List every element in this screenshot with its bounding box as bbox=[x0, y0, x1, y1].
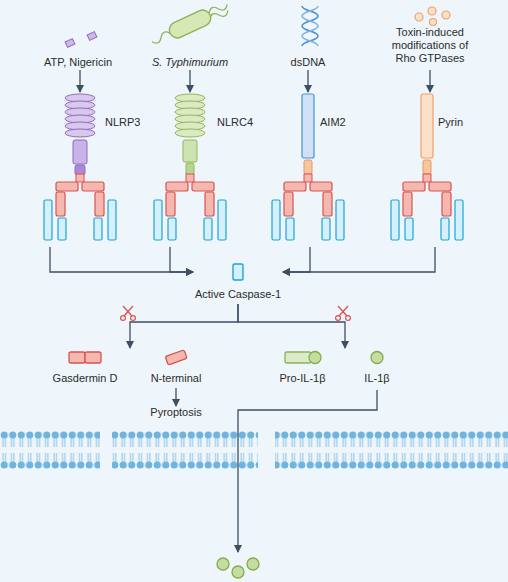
scissors-icon bbox=[121, 306, 136, 320]
node-label: Active Caspase-1 bbox=[193, 288, 283, 301]
connector-arrow bbox=[175, 388, 176, 406]
atp-icon bbox=[65, 39, 75, 48]
connector-arrow bbox=[283, 247, 435, 272]
trigger-label: S. Typhimurium bbox=[140, 56, 240, 70]
sensor-box: NLRC4 bbox=[145, 92, 245, 247]
sensor-box: NLRP3 bbox=[35, 92, 135, 247]
node-label: IL-1β bbox=[352, 372, 402, 385]
sensor-box: Pyrin bbox=[382, 92, 482, 247]
gasdermin-shape bbox=[69, 352, 85, 363]
connector-arrow bbox=[189, 70, 190, 92]
sensor-label: AIM2 bbox=[320, 116, 346, 129]
node-label: Pro-IL-1β bbox=[255, 372, 350, 385]
trigger-label: ATP, Nigericin bbox=[28, 56, 128, 70]
gasdermin-shape bbox=[85, 352, 101, 363]
node-label: S. Typhimurium bbox=[140, 56, 240, 69]
nlrc4-complex bbox=[154, 94, 226, 240]
node-label: Pyroptosis bbox=[130, 406, 222, 419]
product-box: N-terminal bbox=[140, 348, 212, 388]
pro-il-shape bbox=[309, 352, 321, 364]
connector-arrow bbox=[307, 70, 308, 92]
trigger-label: dsDNA bbox=[268, 56, 348, 70]
caspase-icon bbox=[233, 264, 243, 280]
scissors-icon bbox=[336, 306, 351, 320]
secreted-il bbox=[217, 558, 229, 570]
connector-arrow bbox=[283, 247, 310, 272]
node-label: Toxin-induced modifications of Rho GTPas… bbox=[382, 26, 478, 65]
toxin-icon bbox=[415, 7, 450, 26]
connector-arrow bbox=[79, 70, 80, 92]
connector-arrow bbox=[429, 70, 430, 92]
node-label: ATP, Nigericin bbox=[28, 56, 128, 69]
node-label: Gasdermin D bbox=[35, 372, 135, 385]
membrane bbox=[0, 430, 100, 470]
sensor-label: NLRC4 bbox=[217, 116, 253, 129]
connector-arrow bbox=[170, 247, 193, 272]
pro-il-shape bbox=[285, 352, 311, 363]
pyrin-complex bbox=[391, 94, 463, 240]
sensor-label: Pyrin bbox=[438, 116, 463, 129]
secreted-il bbox=[247, 558, 259, 570]
product-box: Gasdermin D bbox=[35, 348, 135, 388]
outcome-box: Pyroptosis bbox=[130, 406, 222, 422]
connector-arrow bbox=[238, 304, 345, 348]
aim2-complex bbox=[272, 94, 344, 240]
dna-icon bbox=[302, 6, 318, 46]
n-terminal-shape bbox=[165, 350, 187, 365]
product-box: IL-1β bbox=[352, 348, 402, 388]
node-label: N-terminal bbox=[140, 372, 212, 385]
bacterium-icon bbox=[149, 0, 232, 49]
membrane bbox=[275, 430, 508, 470]
caspase-box: Active Caspase-1 bbox=[193, 262, 283, 304]
sensor-label: NLRP3 bbox=[105, 116, 140, 129]
connector-arrow bbox=[50, 247, 193, 272]
trigger-label: Toxin-induced modifications of Rho GTPas… bbox=[382, 26, 478, 70]
secretion-arrow bbox=[238, 390, 377, 552]
product-box: Pro-IL-1β bbox=[255, 348, 350, 388]
nlrp3-complex bbox=[44, 94, 116, 240]
secreted-il bbox=[232, 566, 244, 578]
membrane bbox=[112, 430, 258, 470]
sensor-box: AIM2 bbox=[263, 92, 363, 247]
atp-icon bbox=[87, 32, 97, 41]
il-shape bbox=[371, 352, 383, 364]
connector-arrow bbox=[130, 304, 238, 348]
node-label: dsDNA bbox=[268, 56, 348, 69]
